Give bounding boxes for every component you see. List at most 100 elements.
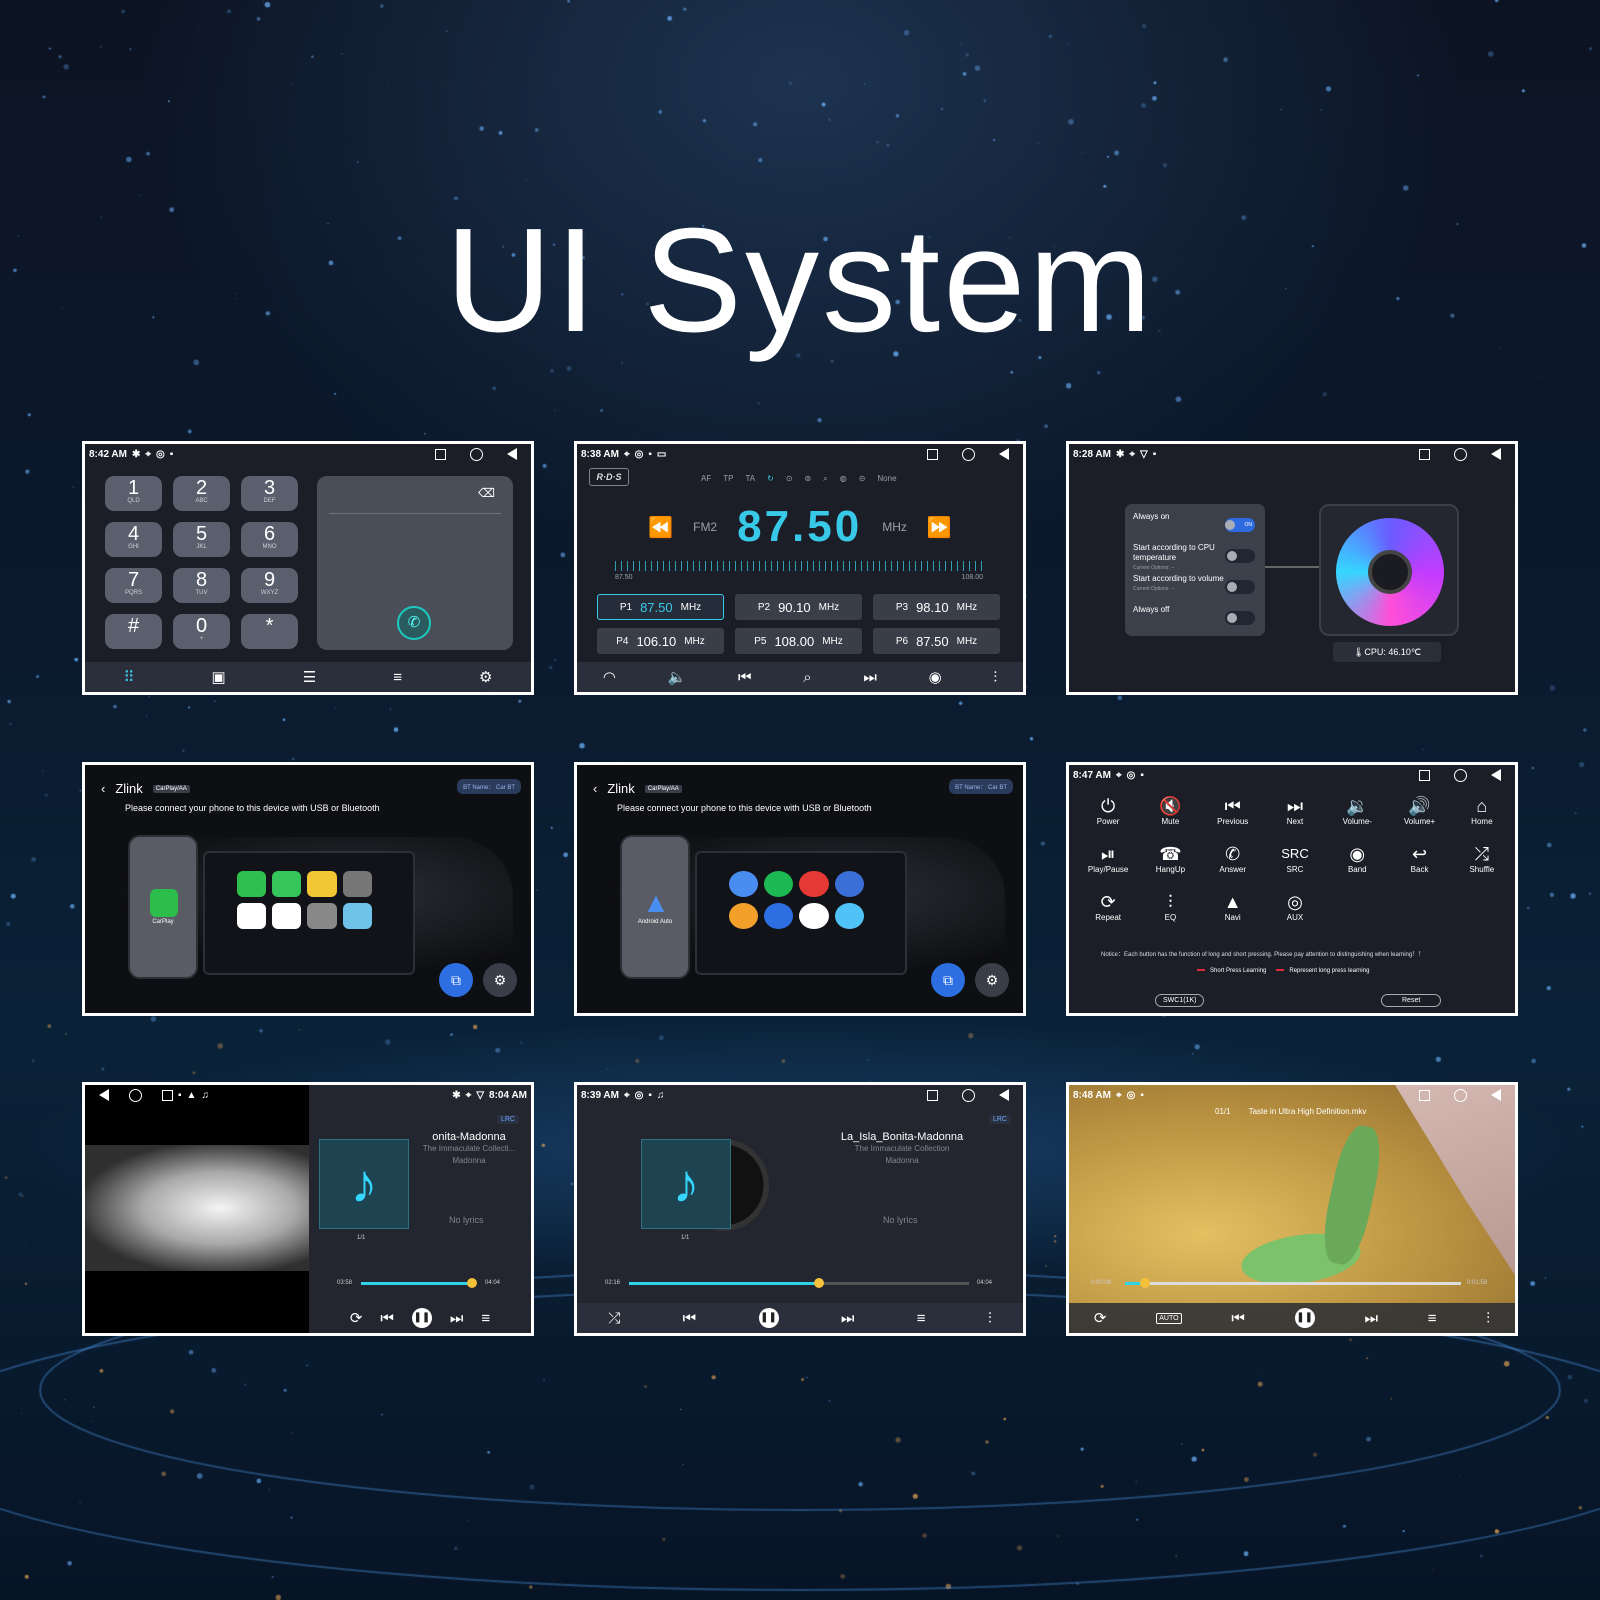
- back-icon[interactable]: [99, 1089, 109, 1101]
- swc-button[interactable]: ⏭Next: [1264, 795, 1326, 827]
- playlist-icon[interactable]: ≡: [481, 1309, 491, 1327]
- scan-icon[interactable]: ⊚: [804, 474, 812, 483]
- back-icon[interactable]: [1491, 769, 1501, 781]
- seek-back-icon[interactable]: ⏪: [648, 516, 674, 539]
- dial-key[interactable]: #: [105, 614, 162, 649]
- home-icon[interactable]: [1454, 1088, 1467, 1102]
- swc-button[interactable]: ⏮Previous: [1202, 795, 1264, 827]
- swc-button[interactable]: 🔊Volume+: [1388, 795, 1450, 827]
- recents-icon[interactable]: [162, 1089, 173, 1101]
- loop-icon[interactable]: ↻: [767, 474, 774, 483]
- swc-button[interactable]: ⌂Home: [1451, 795, 1513, 827]
- progress-bar[interactable]: [629, 1278, 969, 1288]
- settings-button[interactable]: ⚙: [975, 963, 1009, 997]
- recents-icon[interactable]: [927, 1089, 938, 1101]
- home-icon[interactable]: [1454, 768, 1467, 782]
- reset-button[interactable]: Reset: [1381, 994, 1442, 1007]
- previous-icon[interactable]: ⏮: [1231, 1309, 1245, 1327]
- pause-button[interactable]: ❚❚: [1294, 1308, 1315, 1328]
- lrc-badge[interactable]: LRC: [988, 1115, 1011, 1124]
- repeat-icon[interactable]: ⟳: [1093, 1310, 1107, 1327]
- swc-button[interactable]: ↩Back: [1388, 843, 1450, 875]
- next-icon[interactable]: ⏭: [863, 668, 877, 686]
- equalizer-icon[interactable]: ⫶: [1486, 1309, 1491, 1327]
- back-icon[interactable]: [507, 448, 517, 460]
- settings-icon[interactable]: ⚙: [478, 669, 493, 686]
- option-always-off[interactable]: Always off: [1133, 605, 1257, 636]
- dial-key[interactable]: 0+: [173, 614, 230, 649]
- swc-button[interactable]: ⟳Repeat: [1077, 891, 1139, 923]
- stereo-icon[interactable]: ⊙: [785, 474, 793, 483]
- recents-icon[interactable]: [1419, 769, 1430, 781]
- previous-icon[interactable]: ⏮: [682, 1309, 697, 1327]
- af-flag[interactable]: AF: [701, 474, 712, 483]
- next-icon[interactable]: ⏭: [449, 1309, 464, 1327]
- rds-button[interactable]: R·D·S: [589, 468, 629, 486]
- call-button[interactable]: ✆: [397, 606, 431, 640]
- seek-forward-icon[interactable]: ⏩: [926, 516, 952, 539]
- equalizer-icon[interactable]: ⫶: [993, 668, 998, 686]
- equalizer-icon[interactable]: ⫶: [987, 1309, 992, 1327]
- back-icon[interactable]: [999, 1089, 1009, 1101]
- swc-button[interactable]: ◉Band: [1326, 843, 1388, 875]
- search-icon[interactable]: ⌕: [823, 474, 828, 483]
- lrc-badge[interactable]: LRC: [496, 1115, 519, 1124]
- previous-icon[interactable]: ⏮: [738, 668, 752, 686]
- screen-mirror-button[interactable]: ⧉: [439, 963, 473, 997]
- home-icon[interactable]: [1454, 447, 1467, 461]
- back-icon[interactable]: [999, 448, 1009, 460]
- recents-icon[interactable]: [1419, 448, 1430, 460]
- screen-mirror-button[interactable]: ⧉: [931, 963, 965, 997]
- home-icon[interactable]: [129, 1088, 142, 1102]
- call-log-icon[interactable]: ☰: [302, 669, 317, 686]
- next-icon[interactable]: ⏭: [1364, 1309, 1378, 1327]
- swc-button[interactable]: ◎AUX: [1264, 891, 1326, 923]
- next-icon[interactable]: ⏭: [840, 1309, 855, 1327]
- loc-icon[interactable]: ◍: [839, 474, 847, 483]
- back-icon[interactable]: [1491, 448, 1501, 460]
- repeat-icon[interactable]: ⟳: [349, 1310, 363, 1327]
- home-icon[interactable]: [962, 1088, 975, 1102]
- always-on-toggle[interactable]: ON: [1225, 518, 1255, 532]
- back-arrow-icon[interactable]: ‹: [101, 781, 106, 796]
- cpu-temperature-toggle[interactable]: [1225, 549, 1255, 563]
- volume-toggle[interactable]: [1225, 580, 1255, 594]
- tp-flag[interactable]: TP: [723, 474, 734, 483]
- swc-button[interactable]: ▲Navi: [1202, 891, 1264, 923]
- pause-button[interactable]: ❚❚: [411, 1308, 432, 1328]
- swc-button[interactable]: ⫶EQ: [1139, 891, 1201, 923]
- antenna-icon[interactable]: ◉: [928, 669, 942, 686]
- previous-icon[interactable]: ⏮: [380, 1309, 394, 1327]
- pause-button[interactable]: ❚❚: [758, 1308, 779, 1328]
- recents-icon[interactable]: [1419, 1089, 1430, 1101]
- progress-bar[interactable]: [361, 1278, 477, 1288]
- progress-knob[interactable]: [466, 1278, 477, 1288]
- progress-knob[interactable]: [1140, 1278, 1151, 1288]
- back-icon[interactable]: [1491, 1089, 1501, 1101]
- playlist-icon[interactable]: ≡: [916, 1309, 926, 1327]
- volume-icon[interactable]: 🔈: [667, 669, 687, 686]
- shuffle-icon[interactable]: ⤮: [608, 1309, 621, 1327]
- playlist-icon[interactable]: ≡: [1427, 1309, 1437, 1327]
- dial-key[interactable]: *: [241, 614, 298, 649]
- home-icon[interactable]: [962, 447, 975, 461]
- music-list-icon[interactable]: ≡: [393, 668, 402, 686]
- keypad-icon[interactable]: ⠿: [123, 669, 135, 686]
- progress-knob[interactable]: [814, 1278, 825, 1288]
- swc-button[interactable]: ⏯Play/Pause: [1077, 843, 1139, 875]
- progress-bar[interactable]: [1125, 1278, 1461, 1288]
